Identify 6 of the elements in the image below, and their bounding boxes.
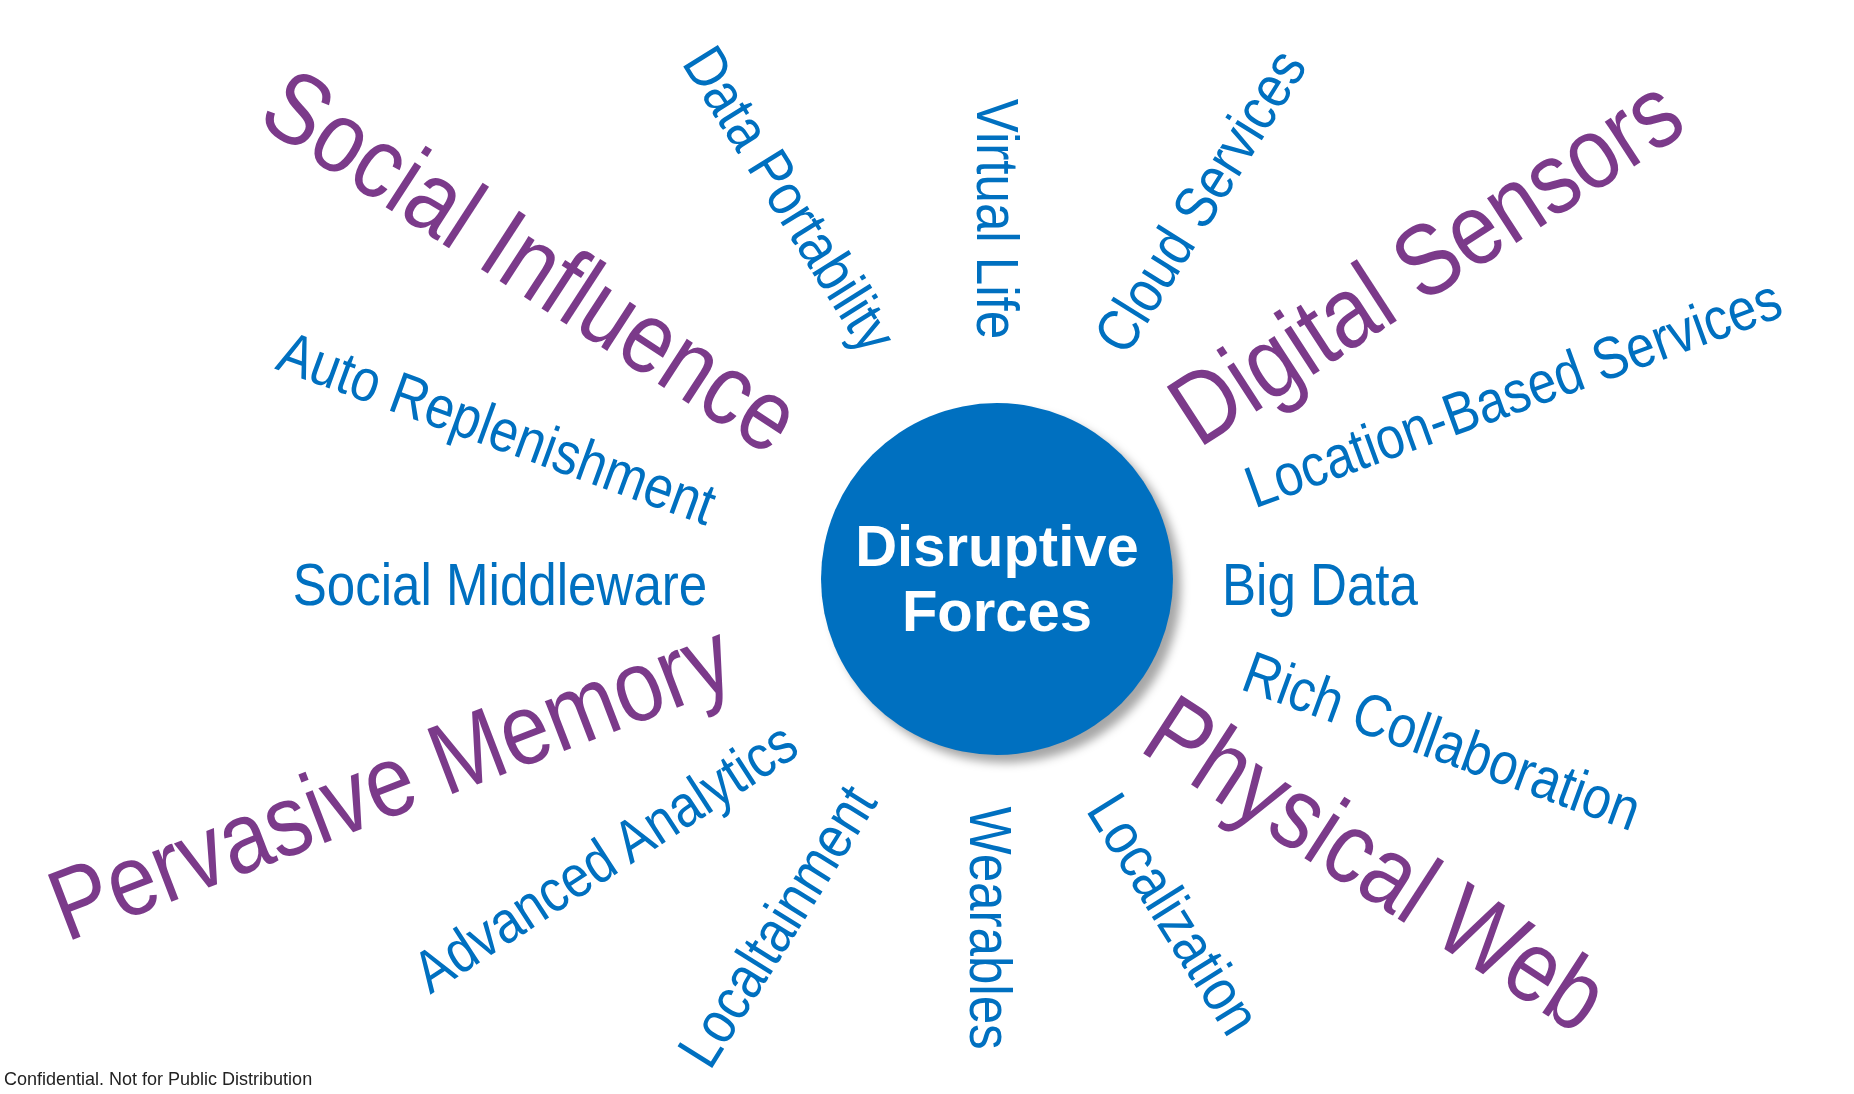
force-label: Social Middleware xyxy=(292,555,708,615)
node-label: Disruptive Forces xyxy=(854,514,1140,644)
force-label: Big Data xyxy=(1222,555,1418,615)
force-label: Virtual Life xyxy=(967,98,1027,340)
force-label: Wearables xyxy=(960,806,1020,1050)
footer-note: Confidential. Not for Public Distribution xyxy=(4,1070,313,1088)
